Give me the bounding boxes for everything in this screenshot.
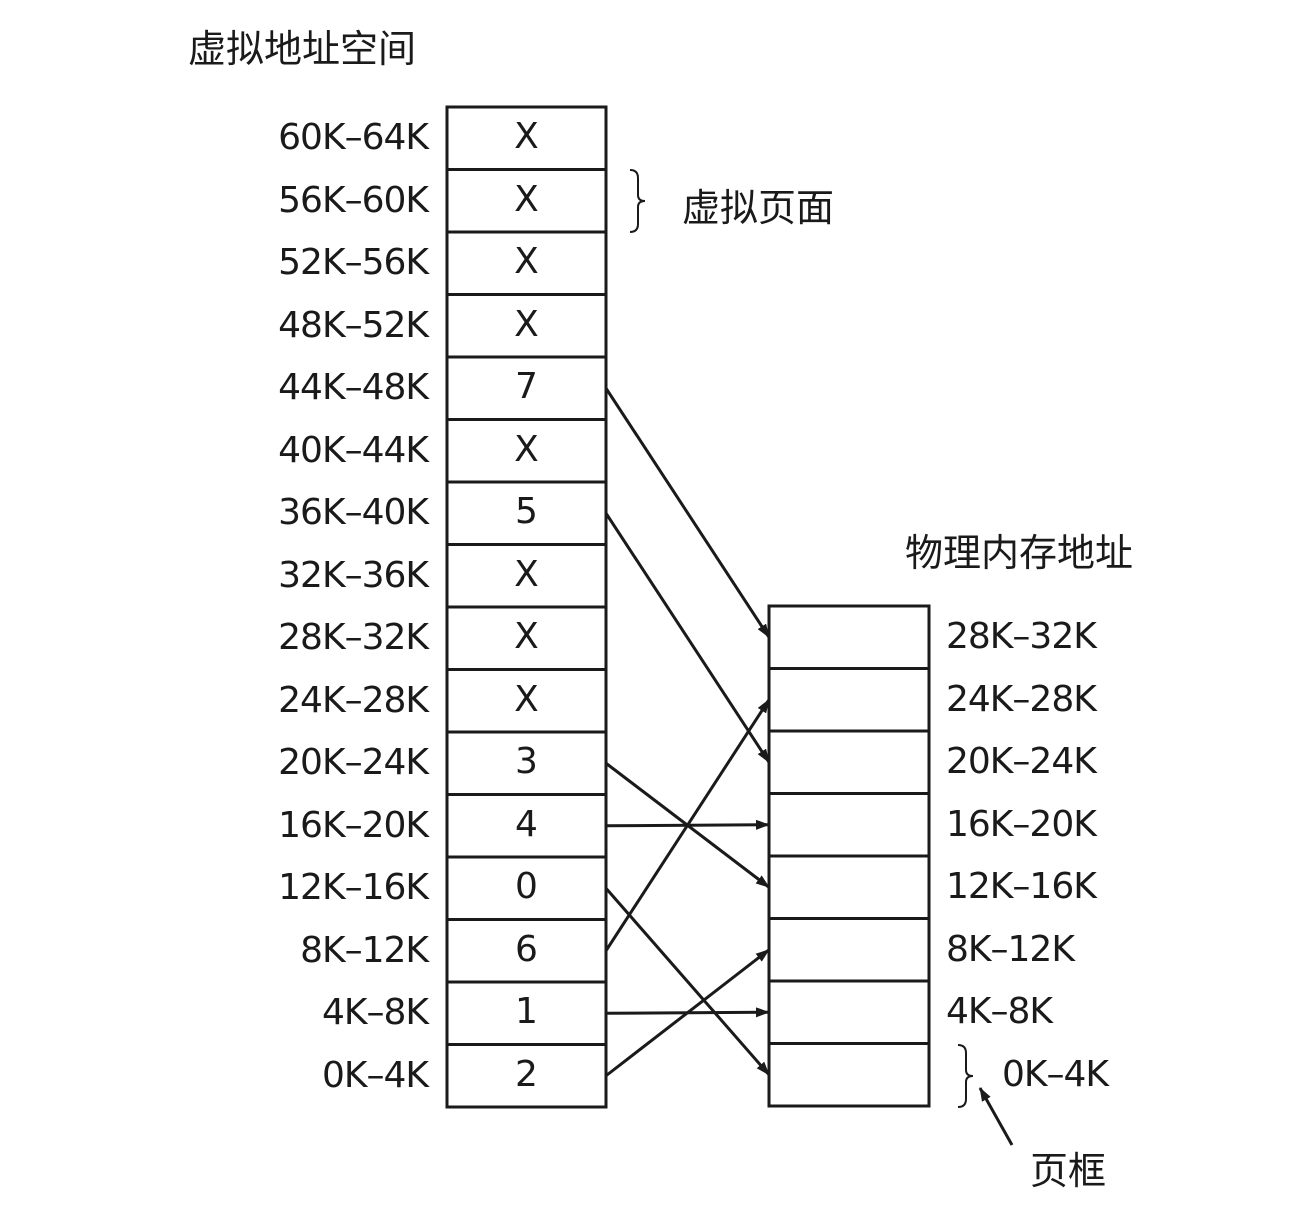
virtual-range-label: 4K–8K — [321, 992, 429, 1033]
physical-range-label: 24K–28K — [946, 678, 1097, 720]
mapped-page-cell: 3 — [515, 741, 538, 782]
physical-range-label: 4K–8K — [946, 991, 1053, 1032]
virtual-range-label: 0K–4K — [321, 1054, 429, 1096]
virtual-page-brace — [629, 169, 646, 233]
mapped-page-cell: 4 — [515, 803, 538, 845]
mapped-page-cell: 7 — [515, 366, 538, 407]
virtual-range-label: 16K–20K — [278, 804, 429, 846]
mapping-arrow — [604, 387, 771, 639]
virtual-range-label: 20K–24K — [278, 742, 429, 783]
physical-range-label: 20K–24K — [946, 741, 1097, 782]
physical-range-label: 0K–4K — [1002, 1053, 1109, 1095]
unmapped-page-cell: X — [514, 553, 539, 595]
unmapped-page-cell: X — [514, 616, 539, 657]
unmapped-page-cell: X — [514, 116, 539, 157]
unmapped-page-cell: X — [514, 678, 539, 720]
virtual-range-label: 56K–60K — [278, 179, 429, 221]
unmapped-page-cell: X — [514, 178, 539, 220]
virtual-range-label: 8K–12K — [300, 929, 429, 971]
unmapped-page-cell: X — [514, 241, 539, 282]
page-frame-label: 页框 — [1030, 1149, 1107, 1193]
page-frame-pointer-arrow — [978, 1087, 1014, 1146]
physical-range-label: 12K–16K — [946, 866, 1097, 907]
virtual-range-label: 44K–48K — [278, 367, 429, 408]
virtual-space-title: 虚拟地址空间 — [188, 27, 417, 71]
mapping-arrow — [605, 948, 770, 1077]
mapped-page-cell: 2 — [515, 1053, 538, 1095]
mapped-page-cell: 6 — [515, 928, 538, 970]
physical-range-label: 28K–32K — [946, 616, 1097, 657]
physical-memory-title: 物理内存地址 — [905, 531, 1134, 575]
mapping-arrow — [604, 512, 771, 764]
mapped-page-cell: 5 — [515, 491, 538, 532]
virtual-range-label: 12K–16K — [278, 867, 429, 908]
virtual-range-label: 52K–56K — [278, 242, 429, 283]
physical-range-label: 16K–20K — [946, 803, 1097, 845]
page-frame-brace — [957, 1044, 974, 1108]
virtual-range-label: 28K–32K — [278, 617, 429, 658]
mapped-page-cell: 1 — [515, 991, 538, 1032]
virtual-range-label: 32K–36K — [278, 554, 429, 596]
virtual-range-label: 60K–64K — [278, 117, 429, 158]
unmapped-page-cell: X — [514, 303, 539, 345]
mapping-arrow — [604, 887, 771, 1076]
virtual-range-label: 36K–40K — [278, 492, 429, 533]
virtual-range-label: 48K–52K — [278, 304, 429, 346]
virtual-pages-label: 虚拟页面 — [682, 186, 835, 230]
physical-range-label: 8K–12K — [946, 928, 1075, 970]
virtual-range-label: 40K–44K — [278, 429, 429, 471]
virtual-range-label: 24K–28K — [278, 679, 429, 721]
mapping-arrow — [604, 698, 771, 952]
mapped-page-cell: 0 — [515, 866, 538, 907]
unmapped-page-cell: X — [514, 428, 539, 470]
